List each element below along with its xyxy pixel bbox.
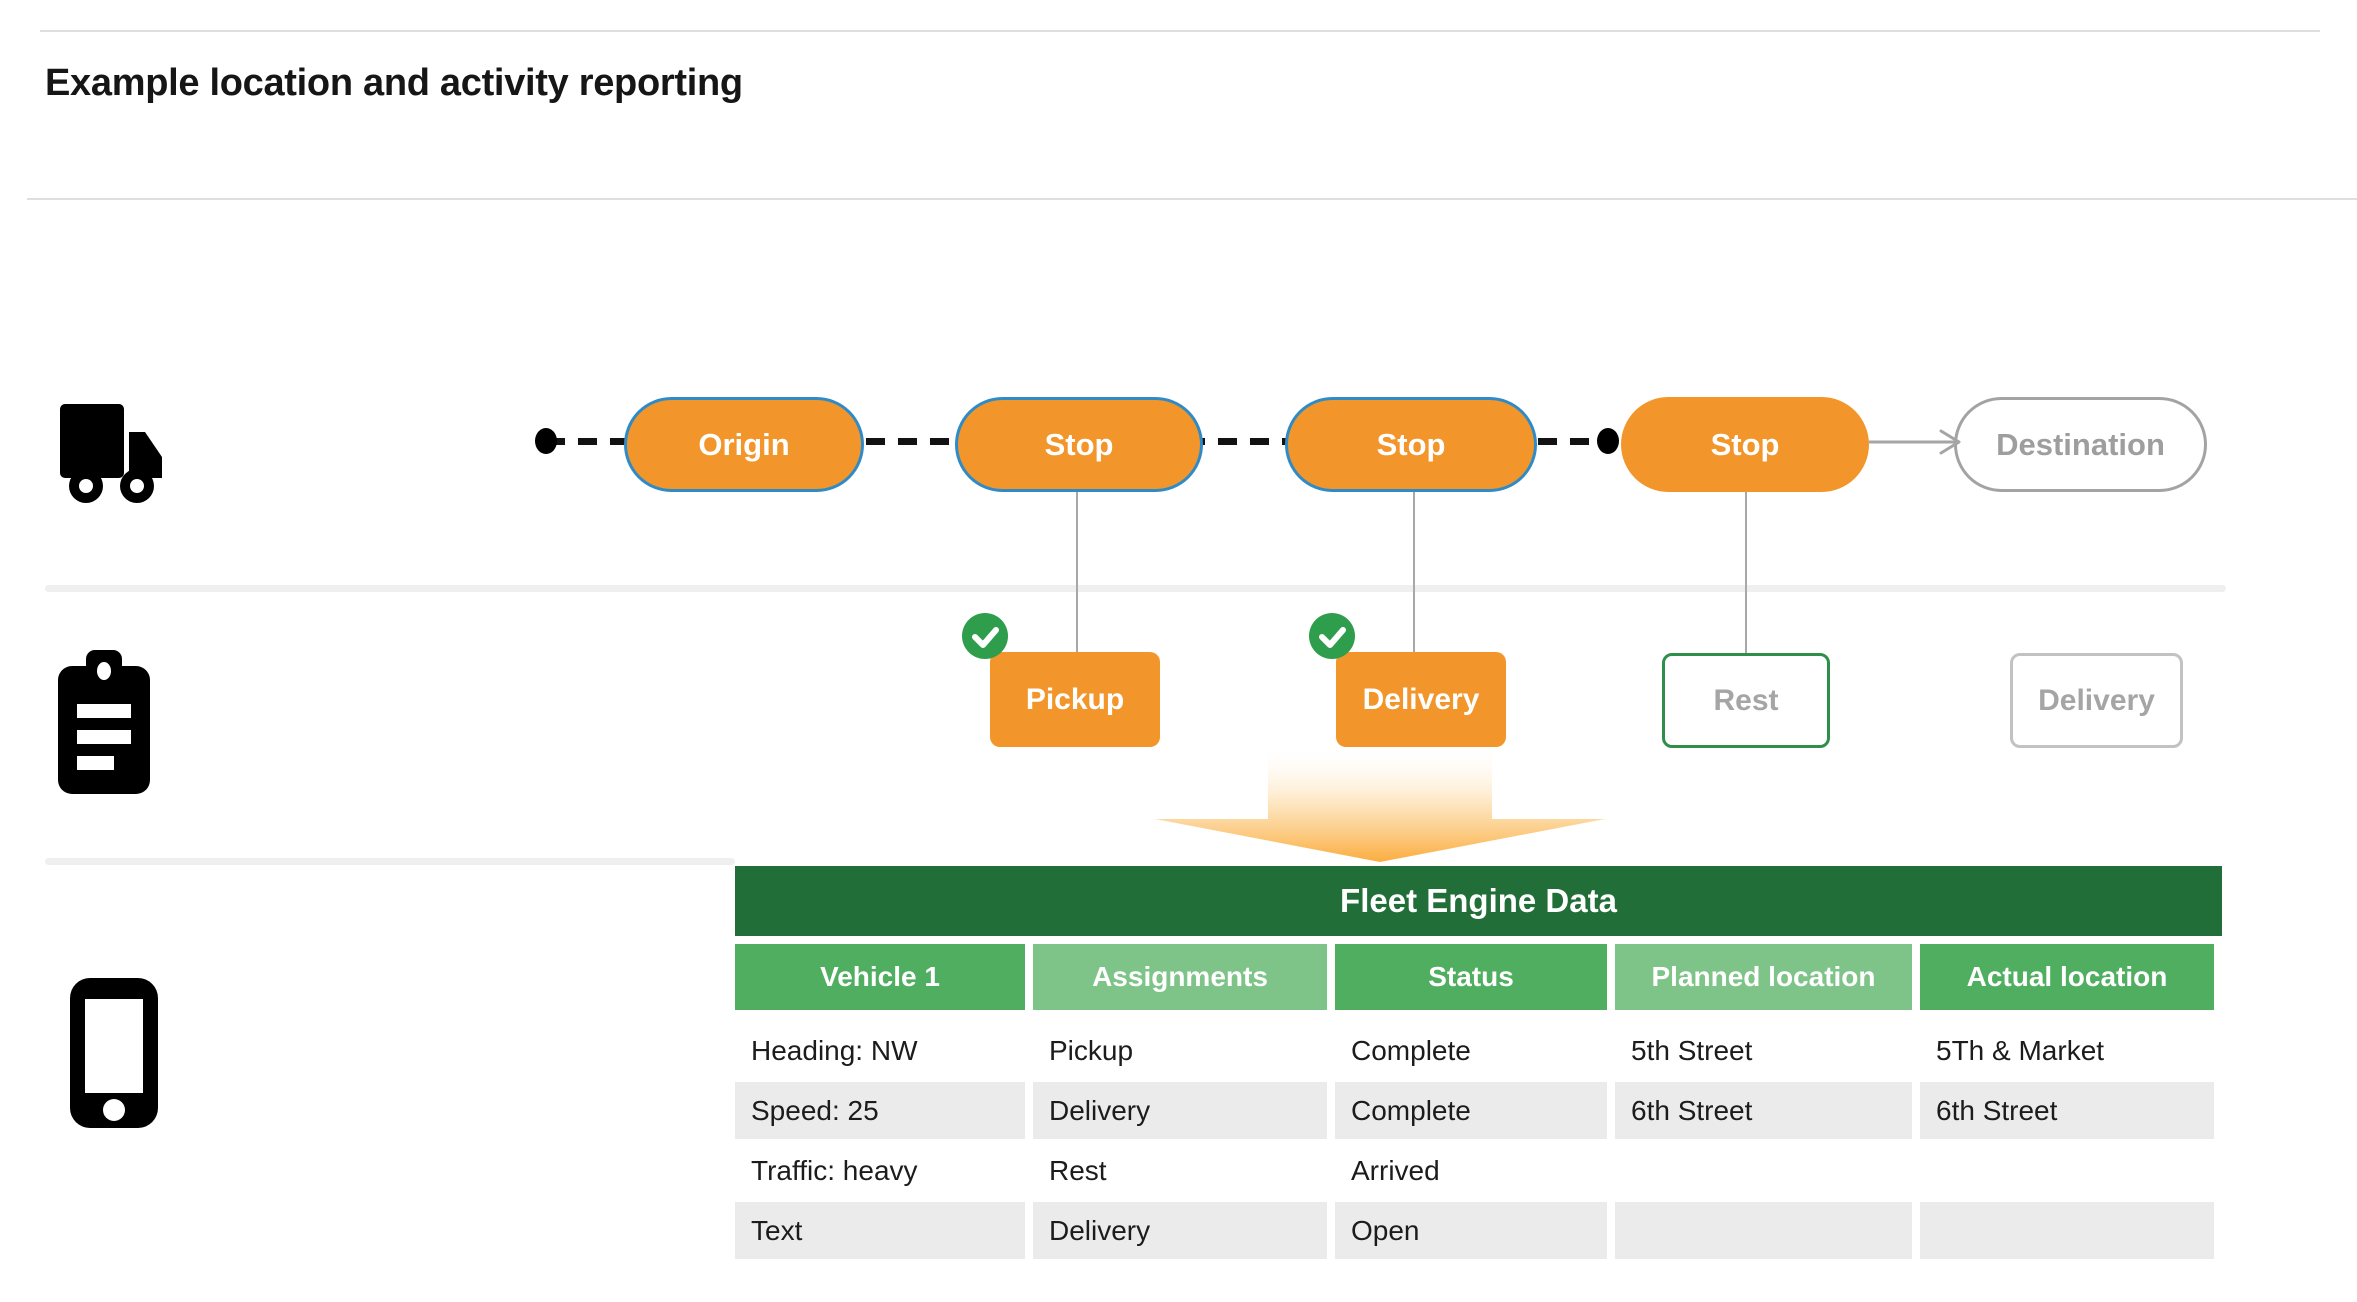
table-cell: Complete [1335, 1022, 1607, 1079]
route-node-origin: Origin [624, 397, 864, 492]
truck-icon [60, 404, 162, 503]
column-header-vehicle: Vehicle 1 [735, 944, 1025, 1010]
table-cell: Open [1335, 1202, 1607, 1259]
table-cell: Heading: NW [735, 1022, 1025, 1079]
connector-stop2-delivery [1413, 492, 1415, 654]
table-cell [1615, 1142, 1912, 1199]
column-header-status: Status [1335, 944, 1607, 1010]
table-cell: 5Th & Market [1920, 1022, 2214, 1079]
table-title: Fleet Engine Data [735, 866, 2222, 936]
table-cell: Traffic: heavy [735, 1142, 1025, 1199]
table-cell: Speed: 25 [735, 1082, 1025, 1139]
table-cell: Pickup [1033, 1022, 1327, 1079]
table-cell: Complete [1335, 1082, 1607, 1139]
activity-pickup: Pickup [990, 652, 1160, 747]
route-band-separator [45, 585, 2226, 592]
table-cell: 6th Street [1615, 1082, 1912, 1139]
connector-stop3-rest [1745, 492, 1747, 654]
activity-delivery-future: Delivery [2010, 653, 2183, 748]
clipboard-icon [58, 650, 150, 794]
connector-stop1-pickup [1076, 492, 1078, 654]
activity-band-separator [45, 858, 735, 865]
table-cell [1920, 1202, 2214, 1259]
activity-delivery: Delivery [1336, 652, 1506, 747]
vehicle-position-dot [1597, 428, 1619, 454]
title-separator [27, 198, 2357, 200]
table-cell: 6th Street [1920, 1082, 2214, 1139]
table-cell [1615, 1202, 1912, 1259]
route-node-stop-2: Stop [1285, 397, 1537, 492]
big-down-arrow-icon [1155, 746, 1605, 862]
table-cell: Delivery [1033, 1202, 1327, 1259]
checkmark-icon [962, 613, 1008, 659]
route-node-stop-3: Stop [1621, 397, 1869, 492]
page-title: Example location and activity reporting [45, 62, 743, 104]
route-start-dot [535, 428, 557, 454]
table-cell [1920, 1142, 2214, 1199]
table-cell: Rest [1033, 1142, 1327, 1199]
fleet-engine-table: Fleet Engine Data Vehicle 1 Assignments … [735, 866, 2222, 1259]
top-separator [40, 30, 2320, 32]
checkmark-icon [1309, 613, 1355, 659]
smartphone-icon [70, 978, 158, 1128]
arrow-to-destination-icon [1869, 429, 1961, 455]
table-column-headers: Vehicle 1 Assignments Status Planned loc… [735, 944, 2222, 1010]
route-node-destination: Destination [1954, 397, 2207, 492]
column-header-actual-location: Actual location [1920, 944, 2214, 1010]
table-cell: Delivery [1033, 1082, 1327, 1139]
route-node-stop-1: Stop [955, 397, 1203, 492]
column-header-planned-location: Planned location [1615, 944, 1912, 1010]
table-cell: 5th Street [1615, 1022, 1912, 1079]
table-cell: Text [735, 1202, 1025, 1259]
table-cell: Arrived [1335, 1142, 1607, 1199]
column-header-assignments: Assignments [1033, 944, 1327, 1010]
table-body: Heading: NW Pickup Complete 5th Street 5… [735, 1022, 2222, 1259]
activity-rest: Rest [1662, 653, 1830, 748]
